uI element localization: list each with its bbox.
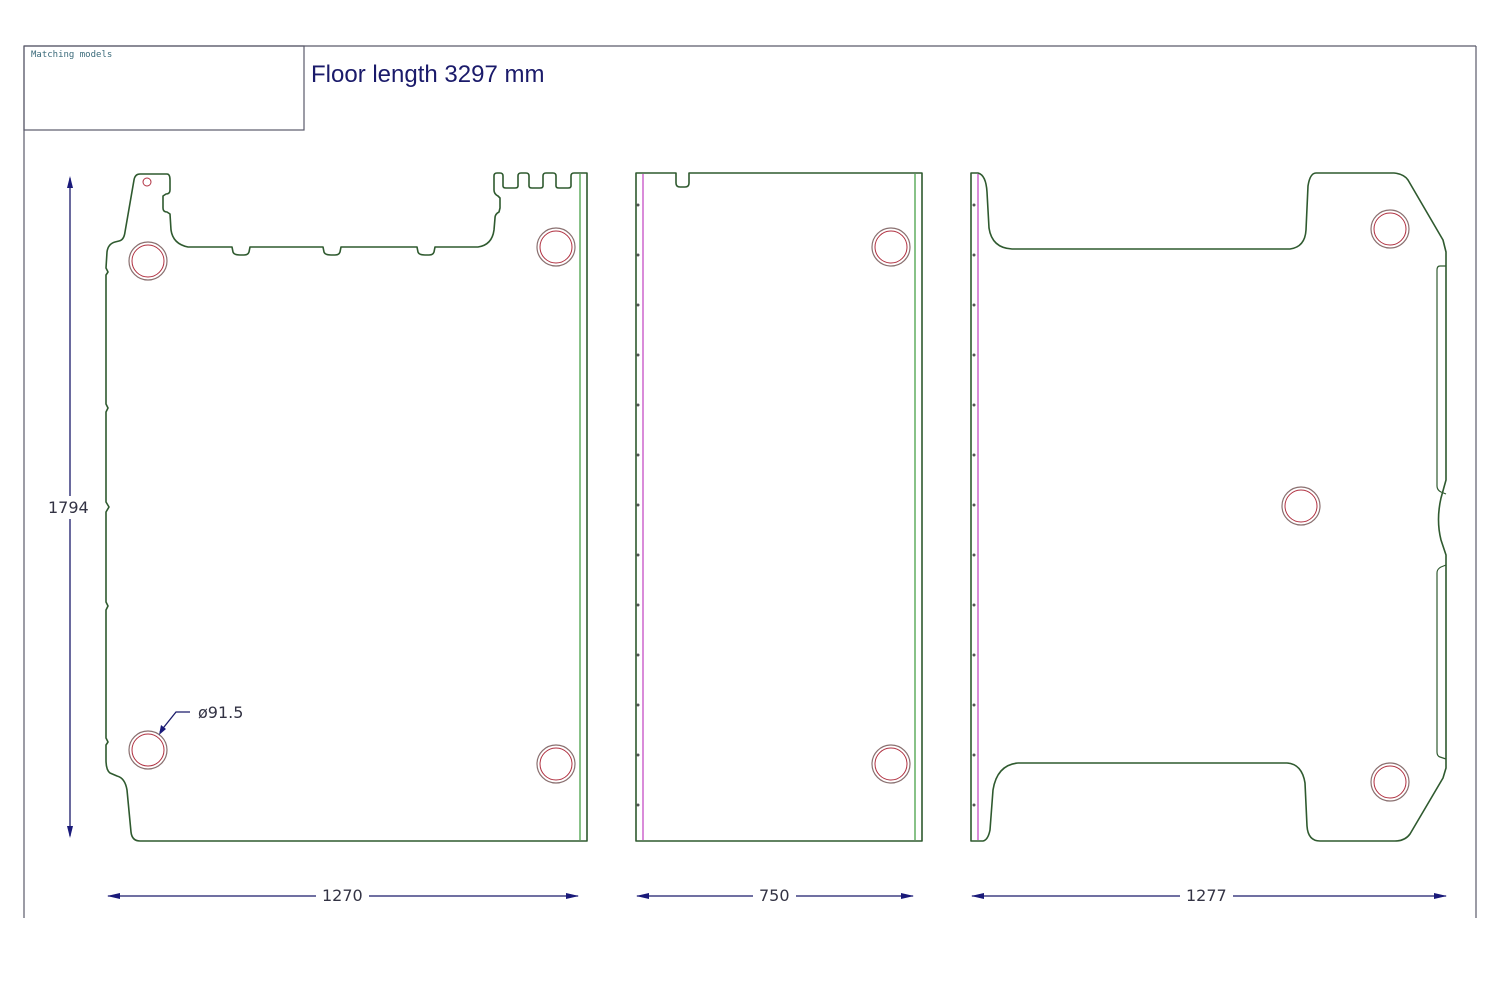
hole-diameter-label: ø91.5 <box>196 703 246 722</box>
hole-marker <box>128 730 168 770</box>
rear-panel-drawing <box>970 172 1447 842</box>
hole-marker <box>871 227 911 267</box>
diameter-leader <box>159 711 190 733</box>
matching-models-box <box>23 45 305 131</box>
drawing-frame <box>23 45 1477 918</box>
hole-marker <box>1370 762 1410 802</box>
hole-marker <box>1370 209 1410 249</box>
front-panel-drawing <box>105 172 588 842</box>
page-title: Floor length 3297 mm <box>311 61 545 88</box>
hole-marker <box>871 744 911 784</box>
fastener-dots <box>636 203 976 807</box>
width-label-1270: 1270 <box>316 886 369 905</box>
middle-panel-drawing <box>635 172 923 842</box>
height-dimension-label: 1794 <box>42 496 95 519</box>
width-label-1277: 1277 <box>1180 886 1233 905</box>
small-hole <box>142 177 152 187</box>
hole-marker <box>536 744 576 784</box>
hole-marker <box>1281 486 1321 526</box>
hole-marker <box>536 227 576 267</box>
hole-marker <box>128 241 168 281</box>
matching-models-label: Matching models <box>31 50 113 60</box>
width-label-750: 750 <box>753 886 796 905</box>
